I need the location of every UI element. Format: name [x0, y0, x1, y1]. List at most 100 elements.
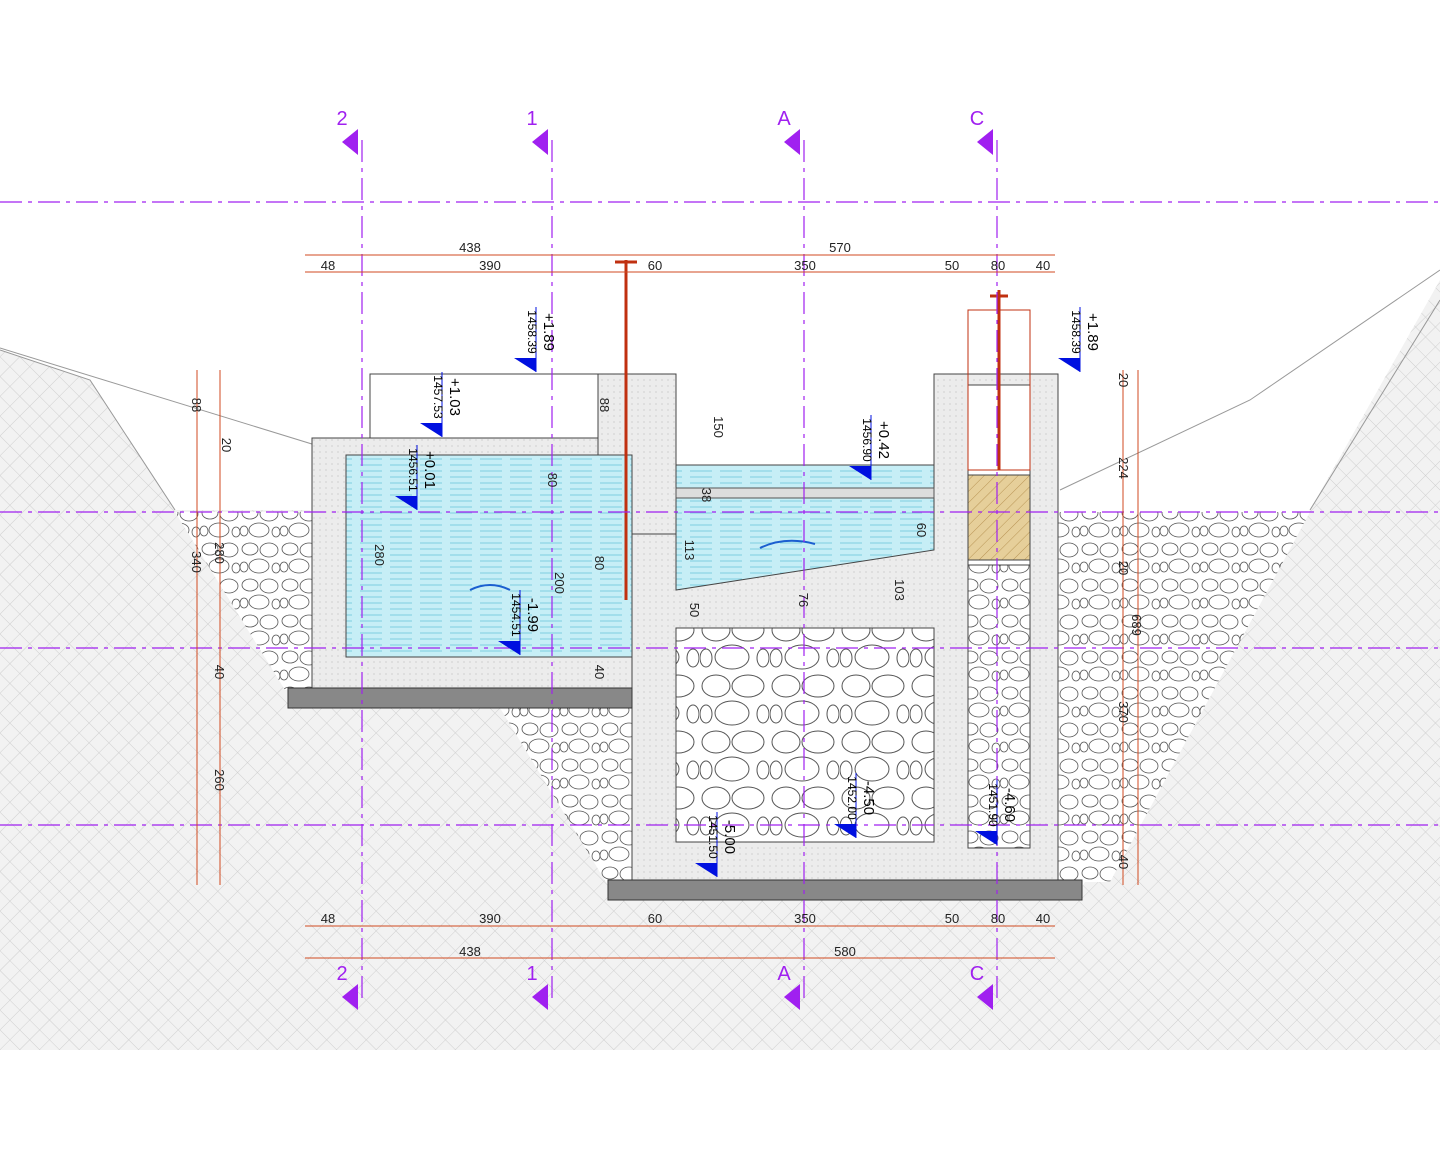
dimension-label: 113 — [682, 540, 697, 561]
elevation-marker-icon — [695, 863, 717, 877]
dimension-label: 580 — [834, 944, 856, 959]
stone-shaft — [967, 564, 1031, 849]
elevation-absolute: 1451.50 — [706, 815, 720, 859]
foundation-left — [287, 687, 633, 709]
dimension-label: 50 — [687, 603, 702, 617]
dimension-label: 60 — [648, 911, 662, 926]
grid-axes — [0, 140, 1440, 1000]
dimension-lines — [196, 254, 1139, 959]
elevation-relative: +1.89 — [540, 313, 557, 351]
section-marker-label: C — [970, 108, 984, 130]
section-marker-label: A — [777, 108, 791, 130]
dimension-label: 260 — [212, 769, 227, 791]
elevation-relative: -5.00 — [721, 820, 738, 854]
section-arrow-icon — [977, 984, 993, 1010]
section-arrow-icon — [342, 129, 358, 155]
elevation-relative: +0.42 — [875, 421, 892, 459]
dimension-label: 88 — [597, 398, 612, 412]
wood-gate — [967, 474, 1031, 561]
elevation-marker-icon — [1058, 358, 1080, 372]
dimension-label: 200 — [552, 572, 567, 594]
dimension-label: 80 — [991, 911, 1005, 926]
dimension-label: 350 — [794, 911, 816, 926]
dimension-label: 40 — [1036, 911, 1050, 926]
dimension-label: 40 — [592, 665, 607, 679]
dimension-label: 438 — [459, 240, 481, 255]
section-marker-label: A — [777, 963, 791, 985]
section-arrow-icon — [784, 984, 800, 1010]
dimension-label: 570 — [829, 240, 851, 255]
dimension-label: 48 — [321, 258, 335, 273]
dimension-label: 50 — [945, 258, 959, 273]
section-marker-label: 2 — [336, 963, 347, 985]
elevation-relative: +1.89 — [1084, 313, 1101, 351]
soil-region — [0, 280, 1440, 1050]
elevation-marker-icon — [975, 831, 997, 845]
section-arrow-icon — [977, 129, 993, 155]
elevation-marker-icon — [849, 466, 871, 480]
elevation-absolute: 1458.39 — [525, 310, 539, 354]
dimension-label: 40 — [1116, 855, 1131, 869]
dimension-label: 60 — [914, 523, 929, 537]
elevation-relative: +1.03 — [446, 378, 463, 416]
elevation-absolute: 1457.53 — [431, 375, 445, 419]
section-marker-label: 2 — [336, 108, 347, 130]
dimension-label: 689 — [1129, 614, 1144, 636]
foundation-right — [607, 879, 1083, 901]
elevation-marker-icon — [514, 358, 536, 372]
section-marker-label: C — [970, 963, 984, 985]
section-arrow-icon — [342, 984, 358, 1010]
elevation-absolute: 1456.51 — [406, 448, 420, 492]
dimension-label: 150 — [711, 416, 726, 438]
elevation-absolute: 1458.39 — [1069, 310, 1083, 354]
section-arrow-icon — [532, 129, 548, 155]
elevation-relative: +0.01 — [421, 451, 438, 489]
dimension-label: 350 — [794, 258, 816, 273]
elevation-marker-icon — [420, 423, 442, 437]
elevation-absolute: 1456.90 — [860, 418, 874, 462]
gravel-left — [175, 512, 312, 690]
dimension-label: 224 — [1116, 457, 1131, 479]
water-wave-icon — [469, 539, 816, 591]
dimension-label: 48 — [321, 911, 335, 926]
dimension-label: 280 — [372, 544, 387, 566]
elevation-absolute: 1452.00 — [845, 776, 859, 820]
section-arrow-icon — [784, 129, 800, 155]
dimension-label: 20 — [1116, 373, 1131, 387]
elevation-marker-icon — [498, 641, 520, 655]
dimension-label: 103 — [892, 579, 907, 601]
dimension-label: 76 — [796, 593, 811, 607]
water-left-tank — [345, 454, 633, 658]
dimension-label: 80 — [991, 258, 1005, 273]
elevation-absolute: 1454.51 — [509, 593, 523, 637]
section-marker-label: 1 — [526, 963, 537, 985]
elevation-absolute: 1451.90 — [986, 783, 1000, 827]
elevation-relative: -4.50 — [860, 781, 877, 815]
section-marker-label: 1 — [526, 108, 537, 130]
elevation-marker-icon — [834, 824, 856, 838]
dimension-label: 370 — [1116, 701, 1131, 723]
dimension-label: 60 — [648, 258, 662, 273]
dimension-label: 80 — [592, 556, 607, 570]
dimension-label: 40 — [1036, 258, 1050, 273]
elevation-marker-icon — [395, 496, 417, 510]
grate — [675, 487, 935, 499]
dimension-label: 40 — [212, 665, 227, 679]
dimension-label: 38 — [699, 488, 714, 502]
dimension-label: 340 — [189, 551, 204, 573]
dimension-label: 20 — [219, 438, 234, 452]
gravel-bottom — [500, 708, 632, 882]
section-arrow-icon — [532, 984, 548, 1010]
gate-spindle-right — [967, 290, 1031, 471]
dimension-label: 20 — [1116, 561, 1131, 575]
dimension-label: 80 — [545, 473, 560, 487]
dimension-label: 88 — [189, 398, 204, 412]
dimension-label: 438 — [459, 944, 481, 959]
gravel-right — [1058, 512, 1310, 882]
dimension-label: 390 — [479, 258, 501, 273]
elevation-relative: -1.99 — [524, 598, 541, 632]
gate-spindle-left — [615, 260, 637, 600]
dimension-label: 50 — [945, 911, 959, 926]
dimension-label: 390 — [479, 911, 501, 926]
